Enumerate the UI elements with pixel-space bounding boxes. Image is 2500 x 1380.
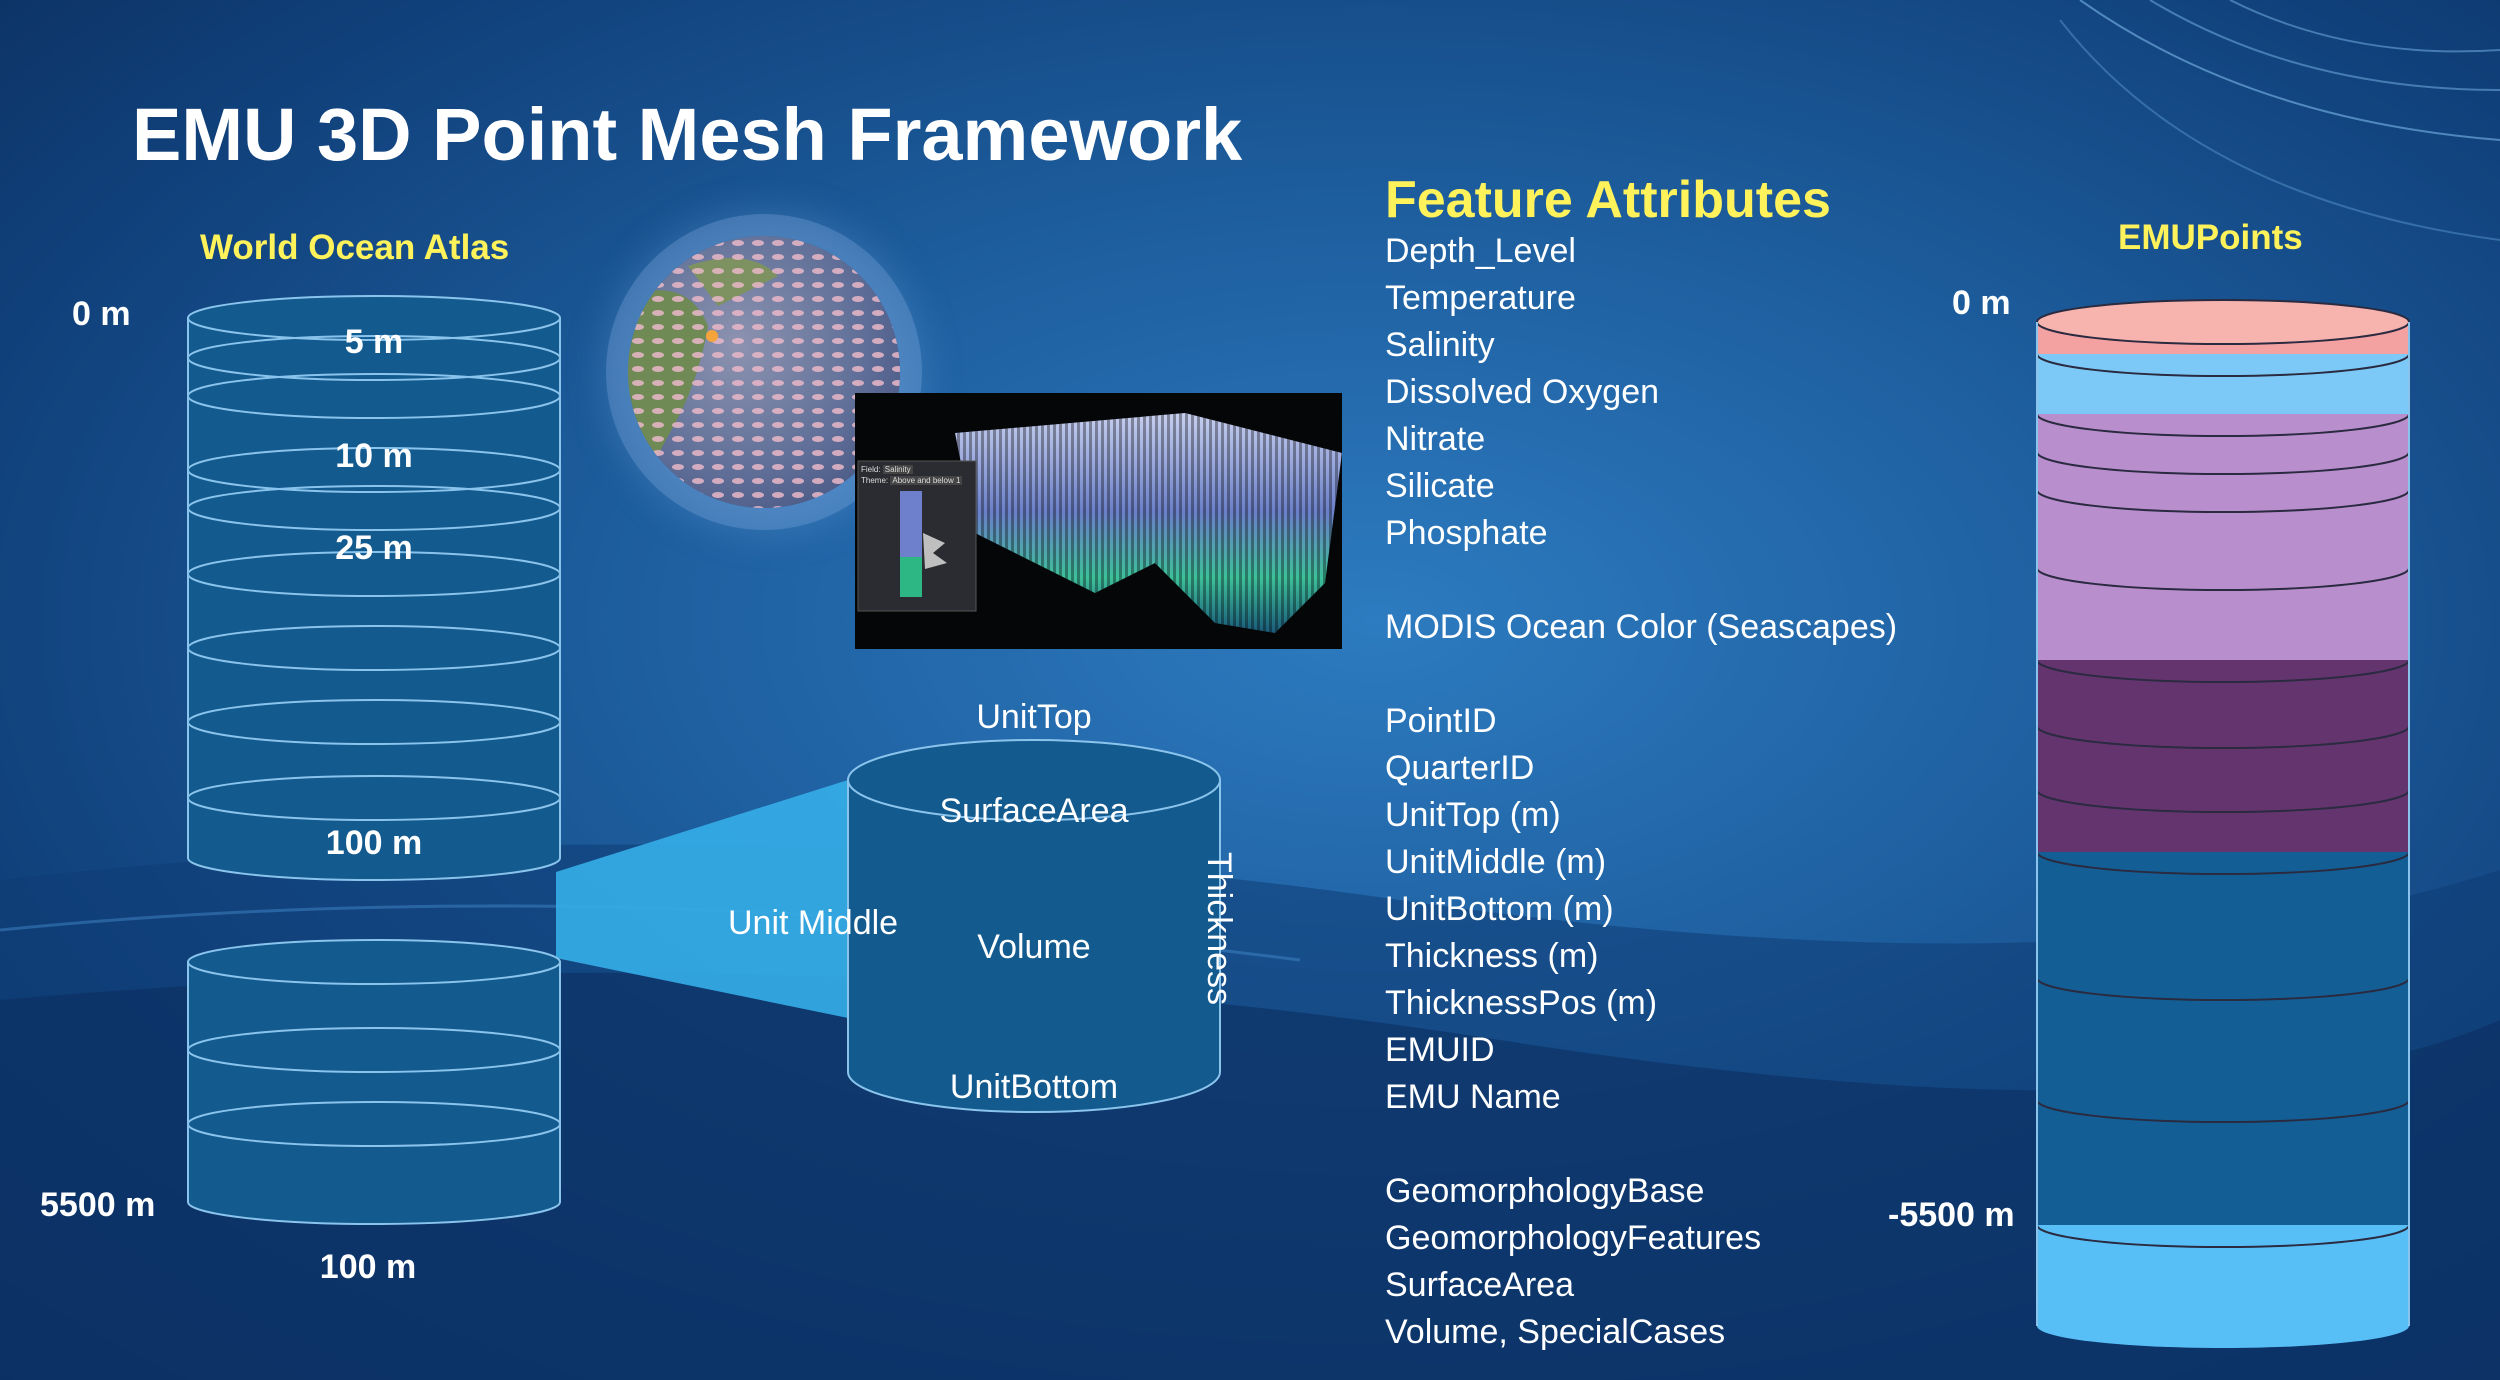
emu-depth-bottom: -5500 m xyxy=(1888,1196,2015,1234)
attribute-item: Depth_Level xyxy=(1385,232,1576,270)
woa-lower-stack-body xyxy=(187,962,561,1225)
unit-top-label: UnitTop xyxy=(976,698,1092,736)
attribute-item: Dissolved Oxygen xyxy=(1385,373,1660,411)
attribute-item: UnitTop (m) xyxy=(1385,796,1561,834)
inset-theme-value: Above and below 1 xyxy=(890,476,963,485)
woa-depth-top: 0 m xyxy=(72,295,131,333)
volume-label: Volume xyxy=(977,928,1091,966)
world-ocean-atlas-label: World Ocean Atlas xyxy=(200,228,510,267)
emu-points-label: EMUPoints xyxy=(2118,218,2303,257)
attribute-item: EMUID xyxy=(1385,1031,1495,1069)
attribute-item: Silicate xyxy=(1385,467,1495,505)
attribute-item: Phosphate xyxy=(1385,514,1548,552)
attribute-item: Temperature xyxy=(1385,279,1576,317)
attribute-item: EMU Name xyxy=(1385,1078,1561,1116)
attribute-item: MODIS Ocean Color (Seascapes) xyxy=(1385,608,1898,646)
emu-points-column xyxy=(2036,299,2410,1348)
attribute-item: QuarterID xyxy=(1385,749,1535,787)
woa-layer-label: 5 m xyxy=(344,323,404,361)
attribute-item: SurfaceArea xyxy=(1385,1266,1574,1304)
attribute-item: GeomorphologyFeatures xyxy=(1385,1219,1762,1257)
woa-layer-5m xyxy=(187,295,561,341)
woa-layer-10m xyxy=(187,373,561,419)
unit-connector-wedge xyxy=(556,780,848,1018)
emu-layer-salmon xyxy=(2036,299,2410,345)
feature-attributes-heading: Feature Attributes xyxy=(1385,171,1831,229)
woa-bottom-label: 100 m xyxy=(319,1248,417,1286)
emu-layer-deep xyxy=(2037,1225,2409,1348)
mesh-visualization-inset: Field: Salinity Theme: Above and below 1 xyxy=(855,393,1342,649)
woa-layer-stack xyxy=(187,295,1221,1225)
attribute-item: UnitMiddle (m) xyxy=(1385,843,1607,881)
attribute-item: Volume, SpecialCases xyxy=(1385,1313,1726,1351)
attribute-item: ThicknessPos (m) xyxy=(1385,984,1658,1022)
attribute-item: Thickness (m) xyxy=(1385,937,1599,975)
thickness-label: Thickness xyxy=(1200,852,1238,1006)
attribute-item: Nitrate xyxy=(1385,420,1486,458)
attribute-item: PointID xyxy=(1385,702,1497,740)
woa-layer-label: 10 m xyxy=(335,437,413,475)
emu-unit-cylinder-body xyxy=(847,780,1221,1113)
attribute-item: Salinity xyxy=(1385,326,1495,364)
emu-depth-top: 0 m xyxy=(1952,284,2011,322)
woa-layer-25m xyxy=(187,485,561,531)
woa-layer-100m xyxy=(187,775,561,821)
feature-attributes-list: Depth_Level Temperature Salinity Dissolv… xyxy=(1385,228,1897,1356)
inset-field-value: Salinity xyxy=(882,465,913,474)
attribute-item: GeomorphologyBase xyxy=(1385,1172,1705,1210)
inset-field-label: Field: xyxy=(861,465,881,474)
woa-layer-label: 100 m xyxy=(325,824,423,862)
surface-area-label: SurfaceArea xyxy=(939,792,1129,830)
woa-upper-stack-body xyxy=(187,318,561,881)
woa-layer-label: 25 m xyxy=(335,529,413,567)
woa-depth-bottom: 5500 m xyxy=(40,1186,156,1224)
unit-bottom-label: UnitBottom xyxy=(949,1068,1119,1106)
emu-unit-cylinder-top xyxy=(847,739,1221,821)
globe-point-mesh-image xyxy=(628,236,900,508)
unit-middle-label: Unit Middle xyxy=(728,904,899,942)
attribute-item: UnitBottom (m) xyxy=(1385,890,1614,928)
inset-theme-label: Theme: xyxy=(861,476,889,485)
slide-title: EMU 3D Point Mesh Framework xyxy=(132,93,1243,176)
